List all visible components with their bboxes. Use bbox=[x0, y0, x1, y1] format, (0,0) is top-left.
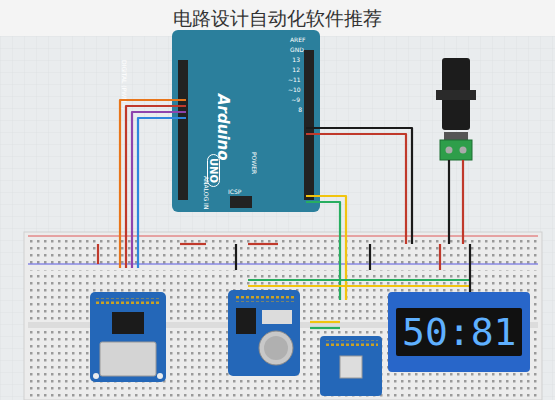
pin-label: 8 bbox=[292, 106, 302, 113]
section-label: ANALOG IN bbox=[203, 176, 210, 209]
board-name: Arduino bbox=[214, 94, 232, 161]
breadboard bbox=[24, 232, 542, 400]
seven-segment-display: 50:81 bbox=[388, 292, 530, 372]
pin-label: ~11 bbox=[288, 76, 298, 83]
pin-label: AREF bbox=[290, 36, 300, 43]
sensor-module bbox=[320, 336, 382, 396]
title: 电路设计自动化软件推荐 bbox=[0, 6, 555, 32]
pin-label: ~9 bbox=[290, 96, 300, 103]
pin-header bbox=[304, 50, 314, 200]
rtc-module bbox=[228, 290, 300, 376]
section-label: DIGITAL (PWM~) bbox=[121, 60, 128, 110]
pin-label: ~10 bbox=[288, 86, 298, 93]
icsp-header bbox=[230, 196, 252, 208]
pin-label: 13 bbox=[290, 56, 300, 63]
pin-label: GND bbox=[290, 46, 300, 53]
sd-card-module bbox=[90, 292, 166, 382]
pin-label: ICSP bbox=[228, 188, 241, 195]
dc-jack bbox=[436, 58, 476, 160]
pin-label: 12 bbox=[290, 66, 300, 73]
section-label: POWER bbox=[251, 152, 258, 174]
pin-header bbox=[178, 60, 188, 200]
display-digits: 50:81 bbox=[396, 308, 522, 356]
